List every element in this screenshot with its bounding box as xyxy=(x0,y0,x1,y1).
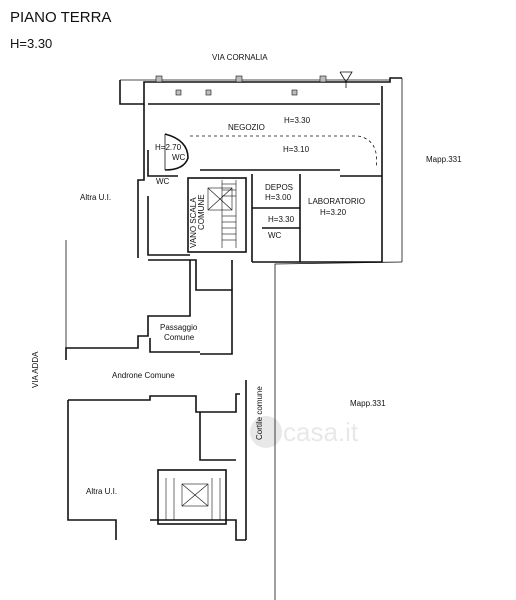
label-h330-wc: H=3.30 xyxy=(268,215,295,224)
label-altra-ui-bottom: Altra U.I. xyxy=(86,487,117,496)
label-mapp331-bottom: Mapp.331 xyxy=(350,399,386,408)
label-h300: H=3.00 xyxy=(265,193,292,202)
label-vano-scala: VANO SCALA xyxy=(189,197,198,248)
plan-height: H=3.30 xyxy=(10,36,52,51)
label-androne: Androne Comune xyxy=(112,371,175,380)
label-altra-ui-top: Altra U.I. xyxy=(80,193,111,202)
label-wc-mid: WC xyxy=(156,177,170,186)
label-h330-shop: H=3.30 xyxy=(284,116,311,125)
label-via-cornalia: VIA CORNALIA xyxy=(212,53,268,62)
label-mapp331-top: Mapp.331 xyxy=(426,155,462,164)
label-via-adda: VIA ADDA xyxy=(31,351,40,388)
label-h320: H=3.20 xyxy=(320,208,347,217)
label-cortile: Cortile comune xyxy=(255,386,264,440)
label-wc-small: WC xyxy=(268,231,282,240)
passage-walls xyxy=(65,240,233,360)
watermark: casa.it xyxy=(250,416,359,448)
stairs-upper xyxy=(207,180,237,248)
label-laboratorio: LABORATORIO xyxy=(308,197,365,206)
label-passaggio: Passaggio xyxy=(160,323,198,332)
label-h310: H=3.10 xyxy=(283,145,310,154)
label-negozio: NEGOZIO xyxy=(228,123,265,132)
plan-title: PIANO TERRA xyxy=(10,9,111,26)
building-walls xyxy=(119,71,403,600)
label-comune-passaggio: Comune xyxy=(164,333,195,342)
label-h270: H=2.70 xyxy=(155,143,182,152)
label-wc-top: WC xyxy=(172,153,186,162)
lower-building xyxy=(67,380,247,541)
watermark-text: casa.it xyxy=(283,417,359,447)
label-comune-scala: COMUNE xyxy=(197,194,206,230)
room-labels: VIA CORNALIA NEGOZIO H=3.30 H=3.10 H=2.7… xyxy=(31,53,462,496)
label-depos: DEPOS xyxy=(265,183,293,192)
